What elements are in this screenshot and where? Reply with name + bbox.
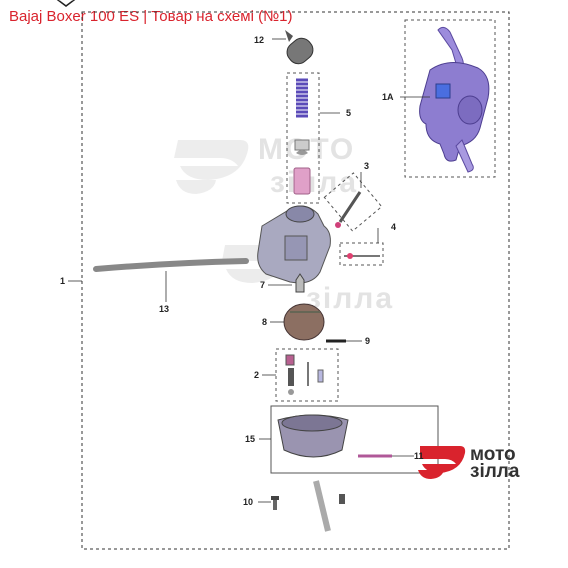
assembly-frame xyxy=(81,11,510,550)
watermark-line-2: зілла xyxy=(270,166,359,199)
float-bowl-part-15 xyxy=(277,414,392,458)
watermark-line-3: зілла xyxy=(306,282,395,315)
part-5-frame xyxy=(286,72,320,204)
tube-part-13 xyxy=(93,258,249,272)
callout-11: 11 xyxy=(414,451,424,461)
callout-2: 2 xyxy=(254,370,260,380)
screw-part-3 xyxy=(335,191,362,228)
callout-1a: 1A xyxy=(382,92,394,102)
needle-part-4 xyxy=(344,253,380,259)
part-2-frame xyxy=(275,348,339,402)
callout-9: 9 xyxy=(365,336,371,346)
drain-hose xyxy=(313,480,331,532)
watermark-e-icon xyxy=(174,140,249,194)
photo-frame xyxy=(404,19,496,178)
logo-line-1: мото xyxy=(470,444,516,465)
callout-5: 5 xyxy=(346,108,352,118)
moto-zilla-logo-icon xyxy=(418,446,466,479)
logo-line-2: зілла xyxy=(470,461,520,482)
corner-diamond-icon xyxy=(56,0,76,7)
callout-7: 7 xyxy=(260,280,266,290)
carburetor-photo-icon xyxy=(419,26,490,173)
part-3-frame xyxy=(323,172,383,232)
part-15-frame xyxy=(270,405,439,474)
part-4-frame xyxy=(339,242,384,266)
callout-3: 3 xyxy=(364,161,370,171)
jet-part-7 xyxy=(295,273,305,293)
cap-part-12 xyxy=(285,30,314,65)
callout-1: 1 xyxy=(60,276,66,286)
callout-8: 8 xyxy=(262,317,268,327)
callout-12: 12 xyxy=(254,35,265,45)
callout-15: 15 xyxy=(245,434,256,444)
leader-lines xyxy=(68,38,430,503)
callout-10: 10 xyxy=(243,497,254,507)
callout-4: 4 xyxy=(391,222,397,232)
jet-kit-part-2 xyxy=(285,354,324,395)
carburetor-body xyxy=(257,205,331,284)
float-part-8 xyxy=(283,303,325,341)
spring-part xyxy=(293,78,311,195)
screw-part-10 xyxy=(271,494,345,510)
callout-13: 13 xyxy=(159,304,170,314)
